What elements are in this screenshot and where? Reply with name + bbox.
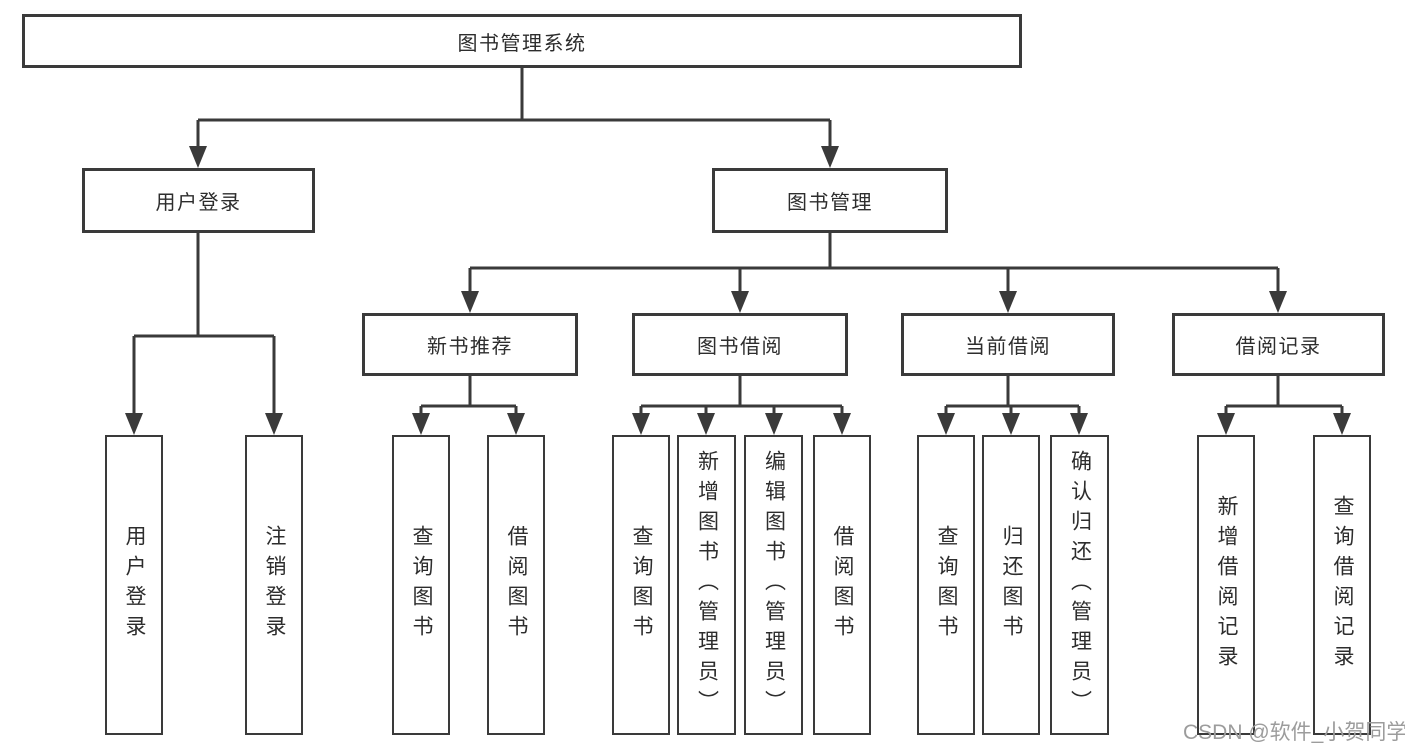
node-root: 图书管理系统 <box>22 14 1022 68</box>
leaf-borrow-books-borrow: 借阅图书 <box>813 435 871 735</box>
leaf-add-borrow-record: 新增借阅记录 <box>1197 435 1255 735</box>
node-book-borrow: 图书借阅 <box>632 313 848 376</box>
leaf-edit-book-admin-label: 编辑图书（管理员） <box>762 450 786 720</box>
leaf-confirm-return-admin-label: 确认归还（管理员） <box>1068 450 1092 720</box>
leaf-query-books-borrow: 查询图书 <box>612 435 670 735</box>
leaf-add-book-admin-label: 新增图书（管理员） <box>695 450 719 720</box>
leaf-query-books-current-label: 查询图书 <box>935 525 959 645</box>
leaf-logout: 注销登录 <box>245 435 303 735</box>
leaf-logout-label: 注销登录 <box>263 525 287 645</box>
leaf-query-books-borrow-label: 查询图书 <box>630 525 654 645</box>
leaf-return-books: 归还图书 <box>982 435 1040 735</box>
leaf-add-borrow-record-label: 新增借阅记录 <box>1215 495 1239 675</box>
node-borrow-records: 借阅记录 <box>1172 313 1385 376</box>
node-borrow-records-label: 借阅记录 <box>1235 336 1322 358</box>
leaf-query-borrow-record: 查询借阅记录 <box>1313 435 1371 735</box>
node-book-management-label: 图书管理 <box>787 192 873 214</box>
leaf-query-books-recommend: 查询图书 <box>392 435 450 735</box>
watermark: CSDN @软件_小贺同学 <box>1183 721 1405 744</box>
leaf-borrow-books-recommend: 借阅图书 <box>487 435 545 735</box>
node-root-label: 图书管理系统 <box>457 32 587 55</box>
leaf-query-books-recommend-label: 查询图书 <box>410 525 434 645</box>
leaf-edit-book-admin: 编辑图书（管理员） <box>744 435 803 735</box>
node-new-book-recommend-label: 新书推荐 <box>427 336 513 358</box>
node-book-management: 图书管理 <box>712 168 948 233</box>
node-current-borrow-label: 当前借阅 <box>965 336 1051 358</box>
node-book-borrow-label: 图书借阅 <box>697 336 783 358</box>
leaf-borrow-books-recommend-label: 借阅图书 <box>505 525 529 645</box>
leaf-confirm-return-admin: 确认归还（管理员） <box>1050 435 1109 735</box>
leaf-borrow-books-borrow-label: 借阅图书 <box>831 525 855 645</box>
node-current-borrow: 当前借阅 <box>901 313 1115 376</box>
node-user-login: 用户登录 <box>82 168 315 233</box>
leaf-query-books-current: 查询图书 <box>917 435 975 735</box>
node-new-book-recommend: 新书推荐 <box>362 313 578 376</box>
leaf-add-book-admin: 新增图书（管理员） <box>677 435 736 735</box>
leaf-return-books-label: 归还图书 <box>1000 525 1024 645</box>
node-user-login-label: 用户登录 <box>155 192 242 214</box>
leaf-query-borrow-record-label: 查询借阅记录 <box>1331 495 1355 675</box>
leaf-user-login-label: 用户登录 <box>123 525 147 645</box>
leaf-user-login: 用户登录 <box>105 435 163 735</box>
